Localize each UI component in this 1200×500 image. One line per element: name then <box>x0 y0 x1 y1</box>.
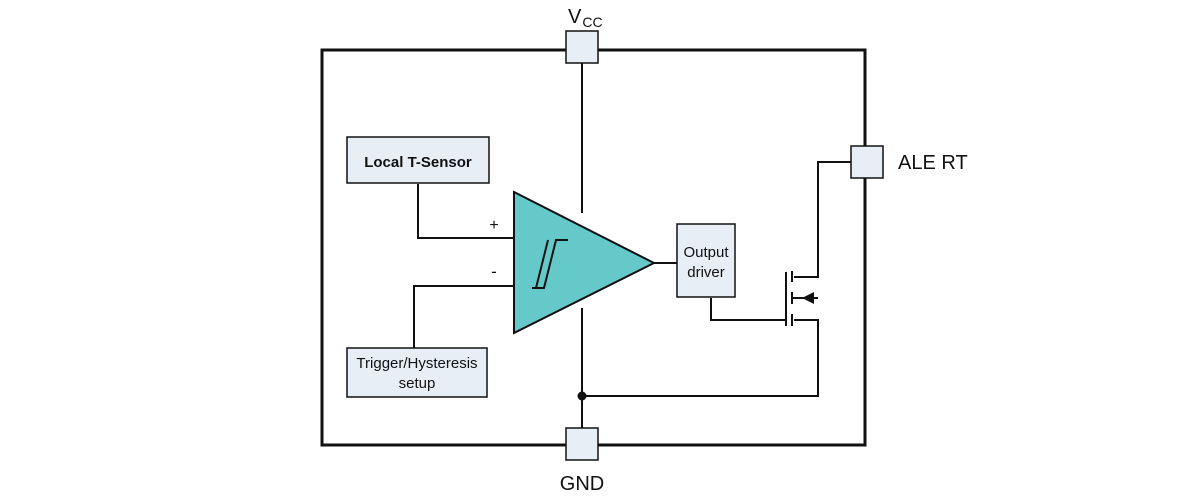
local-t-sensor-label: Local T-Sensor <box>364 154 472 171</box>
vcc-pin <box>565 30 599 64</box>
vcc-label-main: V <box>568 6 582 28</box>
comparator <box>513 190 657 335</box>
trigger-to-minus-wire <box>413 285 514 348</box>
trigger-hysteresis-label-line2: setup <box>399 375 436 392</box>
output-driver-label-line2: driver <box>687 264 725 281</box>
local-t-sensor-block <box>346 136 490 184</box>
sensor-to-plus-wire <box>417 184 514 239</box>
alert-label: ALE RT <box>898 152 968 174</box>
output-driver-label-line1: Output <box>683 244 729 261</box>
mosfet-arrow <box>802 292 814 304</box>
vcc-label: VCC <box>568 6 603 30</box>
trigger-hysteresis-label-line1: Trigger/Hysteresis <box>356 355 477 372</box>
gnd-pin <box>565 427 599 461</box>
minus-input-label: - <box>491 262 497 281</box>
driver-to-gate-wire <box>710 298 786 321</box>
drain-to-alert-wire <box>794 161 851 278</box>
trigger-hysteresis-block <box>346 347 488 398</box>
hysteresis-symbol-return <box>535 239 549 289</box>
junction-dot <box>577 391 587 401</box>
plus-input-label: + <box>489 217 498 234</box>
wires <box>413 63 851 428</box>
output-driver-block <box>676 223 736 298</box>
alert-pin <box>850 145 884 179</box>
gnd-label: GND <box>560 473 604 495</box>
vcc-label-subscript: CC <box>582 14 602 30</box>
hysteresis-symbol <box>532 239 568 289</box>
gnd-to-source-wire <box>582 319 819 397</box>
